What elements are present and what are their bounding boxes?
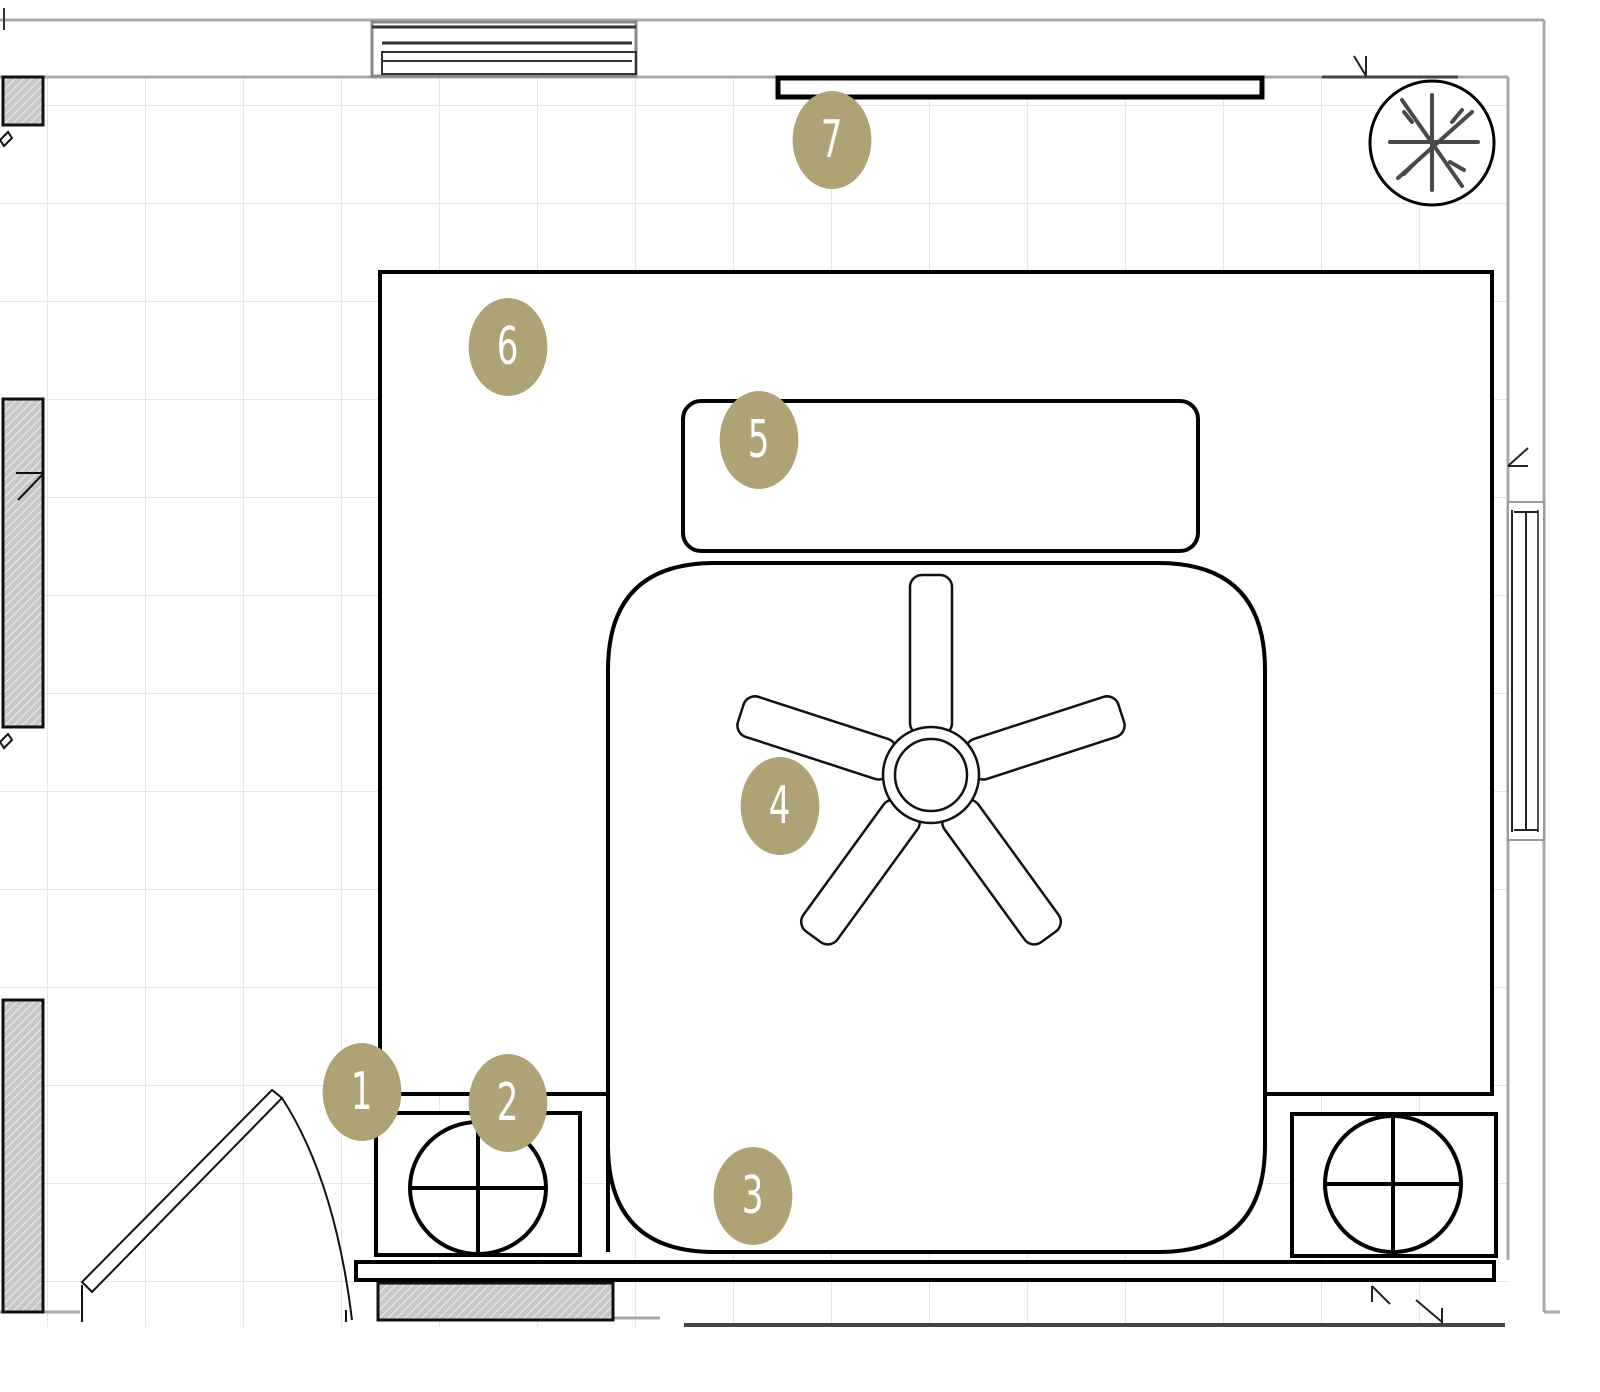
left-wall-columns <box>1 75 45 1314</box>
marker-2[interactable]: 2 <box>468 1054 548 1152</box>
marker-7[interactable]: 7 <box>792 91 872 189</box>
marker-1-label: 1 <box>351 1062 373 1122</box>
marker-3[interactable]: 3 <box>713 1147 793 1245</box>
nightstand-left[interactable] <box>374 1111 582 1257</box>
marker-4-label: 4 <box>769 776 791 836</box>
bottom-wall-column <box>376 1281 615 1322</box>
marker-7-label: 7 <box>821 110 843 170</box>
left-door-jambs <box>0 130 14 750</box>
ceiling-fan[interactable] <box>734 573 1127 949</box>
wall-shelf[interactable] <box>775 75 1265 100</box>
marker-4[interactable]: 4 <box>740 757 820 855</box>
entry-door[interactable] <box>80 1088 353 1322</box>
window-top <box>370 20 638 78</box>
marker-6-label: 6 <box>497 317 519 377</box>
potted-plant[interactable] <box>1322 55 1496 207</box>
dimension-ticks <box>1371 1285 1443 1324</box>
lamp-right[interactable] <box>1323 1114 1463 1254</box>
bench[interactable] <box>681 399 1200 553</box>
marker-2-label: 2 <box>497 1073 519 1133</box>
nightstand-right[interactable] <box>1290 1112 1498 1258</box>
marker-1[interactable]: 1 <box>322 1043 402 1141</box>
marker-5[interactable]: 5 <box>719 391 799 489</box>
window-right <box>1507 447 1545 841</box>
headboard-ledge[interactable] <box>354 1260 1496 1282</box>
plant-leaves-icon <box>1388 93 1480 192</box>
marker-6[interactable]: 6 <box>468 298 548 396</box>
marker-3-label: 3 <box>742 1166 764 1226</box>
marker-5-label: 5 <box>748 410 770 470</box>
